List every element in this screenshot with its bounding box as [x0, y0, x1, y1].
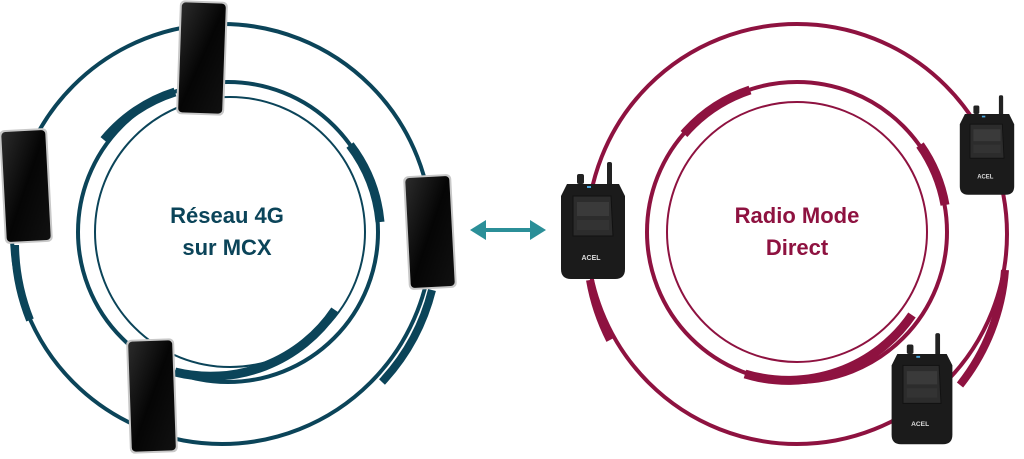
double-arrow-icon — [470, 220, 546, 240]
radio-bottom-right — [891, 332, 953, 445]
right-network-label-line1: Radio Mode — [734, 203, 860, 228]
right-network-rings — [585, 22, 1009, 446]
right-network-label-line2: Direct — [765, 235, 829, 260]
smartphone-top — [176, 0, 228, 116]
left-network-label: Réseau 4G sur MCX — [122, 200, 332, 264]
smartphone-left — [0, 127, 53, 245]
left-network-label-line1: Réseau 4G — [170, 203, 284, 228]
left-network-label-line2: sur MCX — [182, 235, 272, 260]
smartphone-right — [403, 173, 457, 291]
right-network-label: Radio Mode Direct — [692, 200, 902, 264]
smartphone-bottom — [126, 338, 178, 454]
